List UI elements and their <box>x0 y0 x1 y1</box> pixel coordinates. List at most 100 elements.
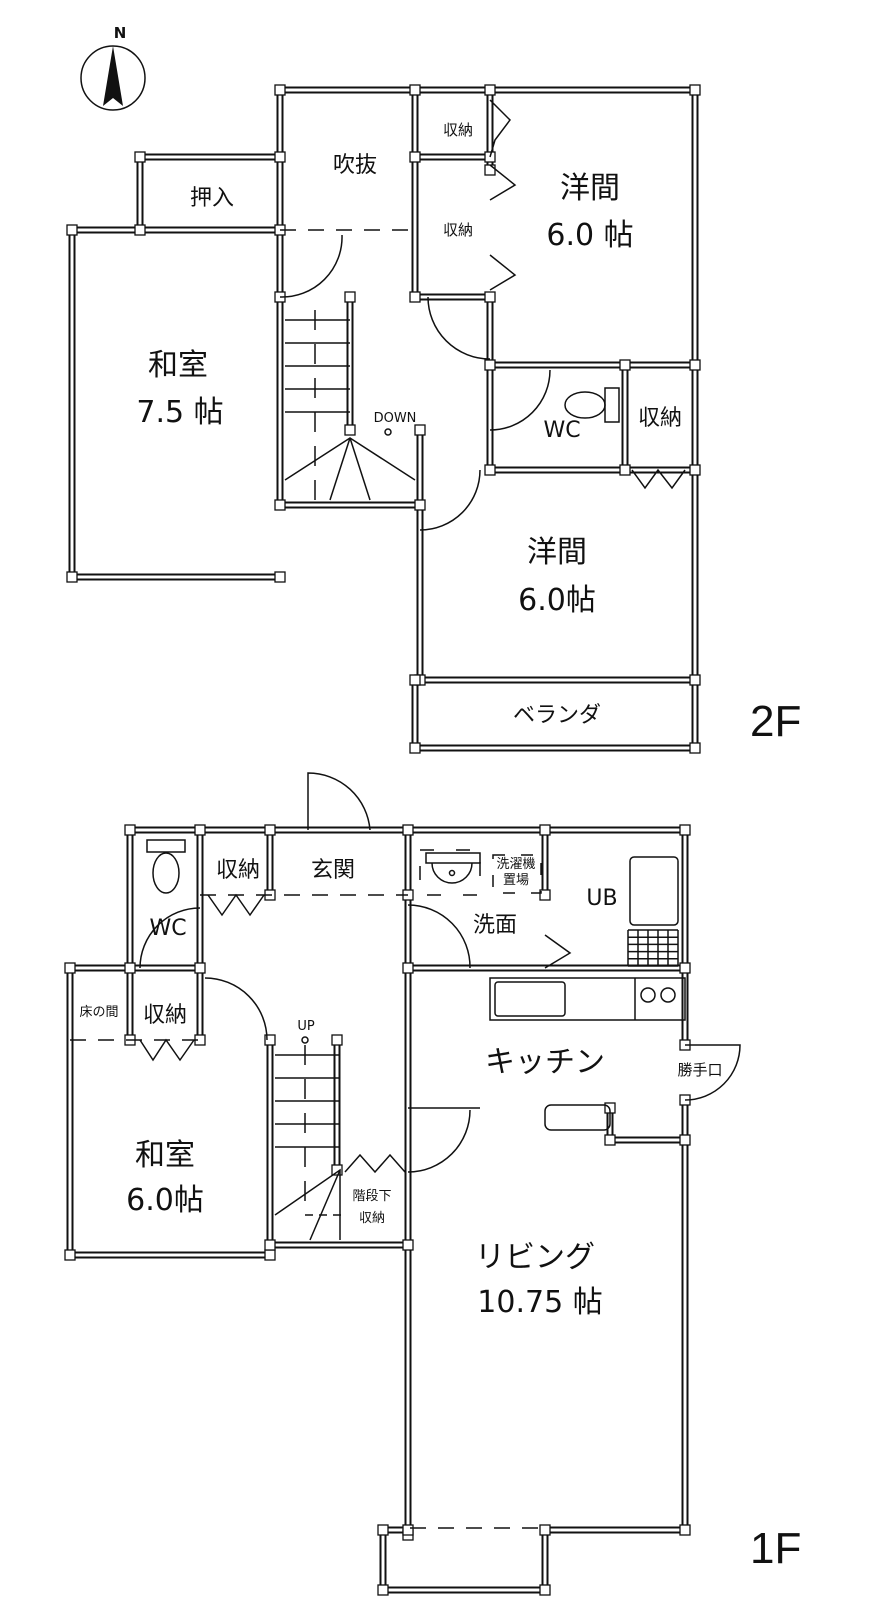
column-post <box>539 824 551 836</box>
column-post <box>414 499 426 511</box>
column-post <box>689 84 701 96</box>
floor-label-2f: 2F <box>750 697 801 746</box>
room-living-size: 10.75 帖 <box>477 1285 602 1320</box>
room-ub: UB <box>586 886 617 911</box>
stairs-1f <box>274 1036 345 1241</box>
toilet-icon <box>564 387 620 423</box>
column-post <box>64 1249 76 1261</box>
north-label: N <box>114 24 127 42</box>
stairs-down-label: DOWN <box>374 411 417 426</box>
column-post <box>402 824 414 836</box>
room-washitsu1-size: 6.0帖 <box>126 1183 204 1218</box>
room-washitsu1-name: 和室 <box>135 1138 195 1173</box>
floor-label-1f: 1F <box>750 1524 801 1573</box>
column-post <box>377 1584 389 1596</box>
kitchen-counter <box>489 977 686 1131</box>
under-stairs-line2: 収納 <box>359 1211 385 1226</box>
door-arc <box>279 234 343 298</box>
column-post <box>274 499 286 511</box>
column-post <box>274 151 286 163</box>
floor1-fixtures <box>70 772 741 1529</box>
room-closet-c: 収納 <box>638 406 682 431</box>
room-western1-name: 洋間 <box>560 171 620 206</box>
door-arc <box>139 907 201 969</box>
floor2-fixtures <box>279 99 686 531</box>
column-post <box>274 84 286 96</box>
room-wc2: WC <box>543 418 580 443</box>
column-post <box>689 359 701 371</box>
column-post <box>64 962 76 974</box>
column-post <box>331 1034 343 1046</box>
kitchen-island <box>544 1104 611 1131</box>
room-veranda: ベランダ <box>513 703 601 728</box>
room-western2-size: 6.0帖 <box>518 583 596 618</box>
column-post <box>264 824 276 836</box>
column-post <box>124 962 136 974</box>
room-wc1: WC <box>149 916 186 941</box>
washer-space <box>492 854 542 894</box>
column-post <box>689 674 701 686</box>
column-post <box>402 1239 414 1251</box>
room-closet-tatami: 収納 <box>143 1003 187 1028</box>
column-post <box>484 164 496 176</box>
column-post <box>484 359 496 371</box>
column-post <box>679 962 691 974</box>
stairs-2f <box>284 310 416 501</box>
column-post <box>134 151 146 163</box>
column-post <box>124 824 136 836</box>
room-senmen: 洗面 <box>473 913 517 938</box>
column-post <box>409 84 421 96</box>
column-post <box>484 464 496 476</box>
room-closet-b: 収納 <box>443 221 473 239</box>
column-post <box>414 424 426 436</box>
column-post <box>377 1524 389 1536</box>
north-compass-icon: N <box>80 24 146 111</box>
column-post <box>264 1034 276 1046</box>
column-post <box>409 674 421 686</box>
door-arc <box>407 1109 471 1173</box>
column-post <box>331 1164 343 1176</box>
door-arc <box>419 469 481 531</box>
room-closet-a: 収納 <box>443 121 473 139</box>
column-post <box>619 464 631 476</box>
door-arc <box>407 904 471 969</box>
column-post <box>689 742 701 754</box>
room-kitchen: キッチン <box>485 1045 605 1080</box>
walls <box>64 84 701 1596</box>
column-post <box>264 1239 276 1251</box>
column-post <box>539 1584 551 1596</box>
column-post <box>484 84 496 96</box>
sink-icon <box>419 849 481 896</box>
column-post <box>679 824 691 836</box>
door-arc <box>427 296 491 360</box>
column-post <box>402 1524 414 1536</box>
under-stairs-line1: 階段下 <box>352 1189 391 1204</box>
column-post <box>409 151 421 163</box>
room-washitsu2-name: 和室 <box>148 348 208 383</box>
column-post <box>409 742 421 754</box>
room-tokonoma: 床の間 <box>79 1005 118 1020</box>
column-post <box>344 424 356 436</box>
room-genkan: 玄関 <box>311 858 355 883</box>
column-post <box>689 464 701 476</box>
room-oshiire: 押入 <box>190 186 234 211</box>
bathtub-icon <box>627 856 679 967</box>
room-closet-entry: 収納 <box>216 858 260 883</box>
room-back-door: 勝手口 <box>677 1061 722 1079</box>
back-door-arc <box>684 1044 741 1101</box>
washer-space-line2: 置場 <box>503 873 529 888</box>
column-post <box>604 1134 616 1146</box>
column-post <box>194 824 206 836</box>
column-post <box>194 962 206 974</box>
column-post <box>619 359 631 371</box>
column-post <box>679 1134 691 1146</box>
room-fukinuke: 吹抜 <box>333 153 377 178</box>
stove-burner-icon <box>660 987 676 1003</box>
room-washitsu2-size: 7.5 帖 <box>136 395 223 430</box>
column-post <box>66 224 78 236</box>
room-western2-name: 洋間 <box>527 535 587 570</box>
column-post <box>134 224 146 236</box>
door-arc <box>489 369 551 431</box>
column-post <box>264 1249 276 1261</box>
